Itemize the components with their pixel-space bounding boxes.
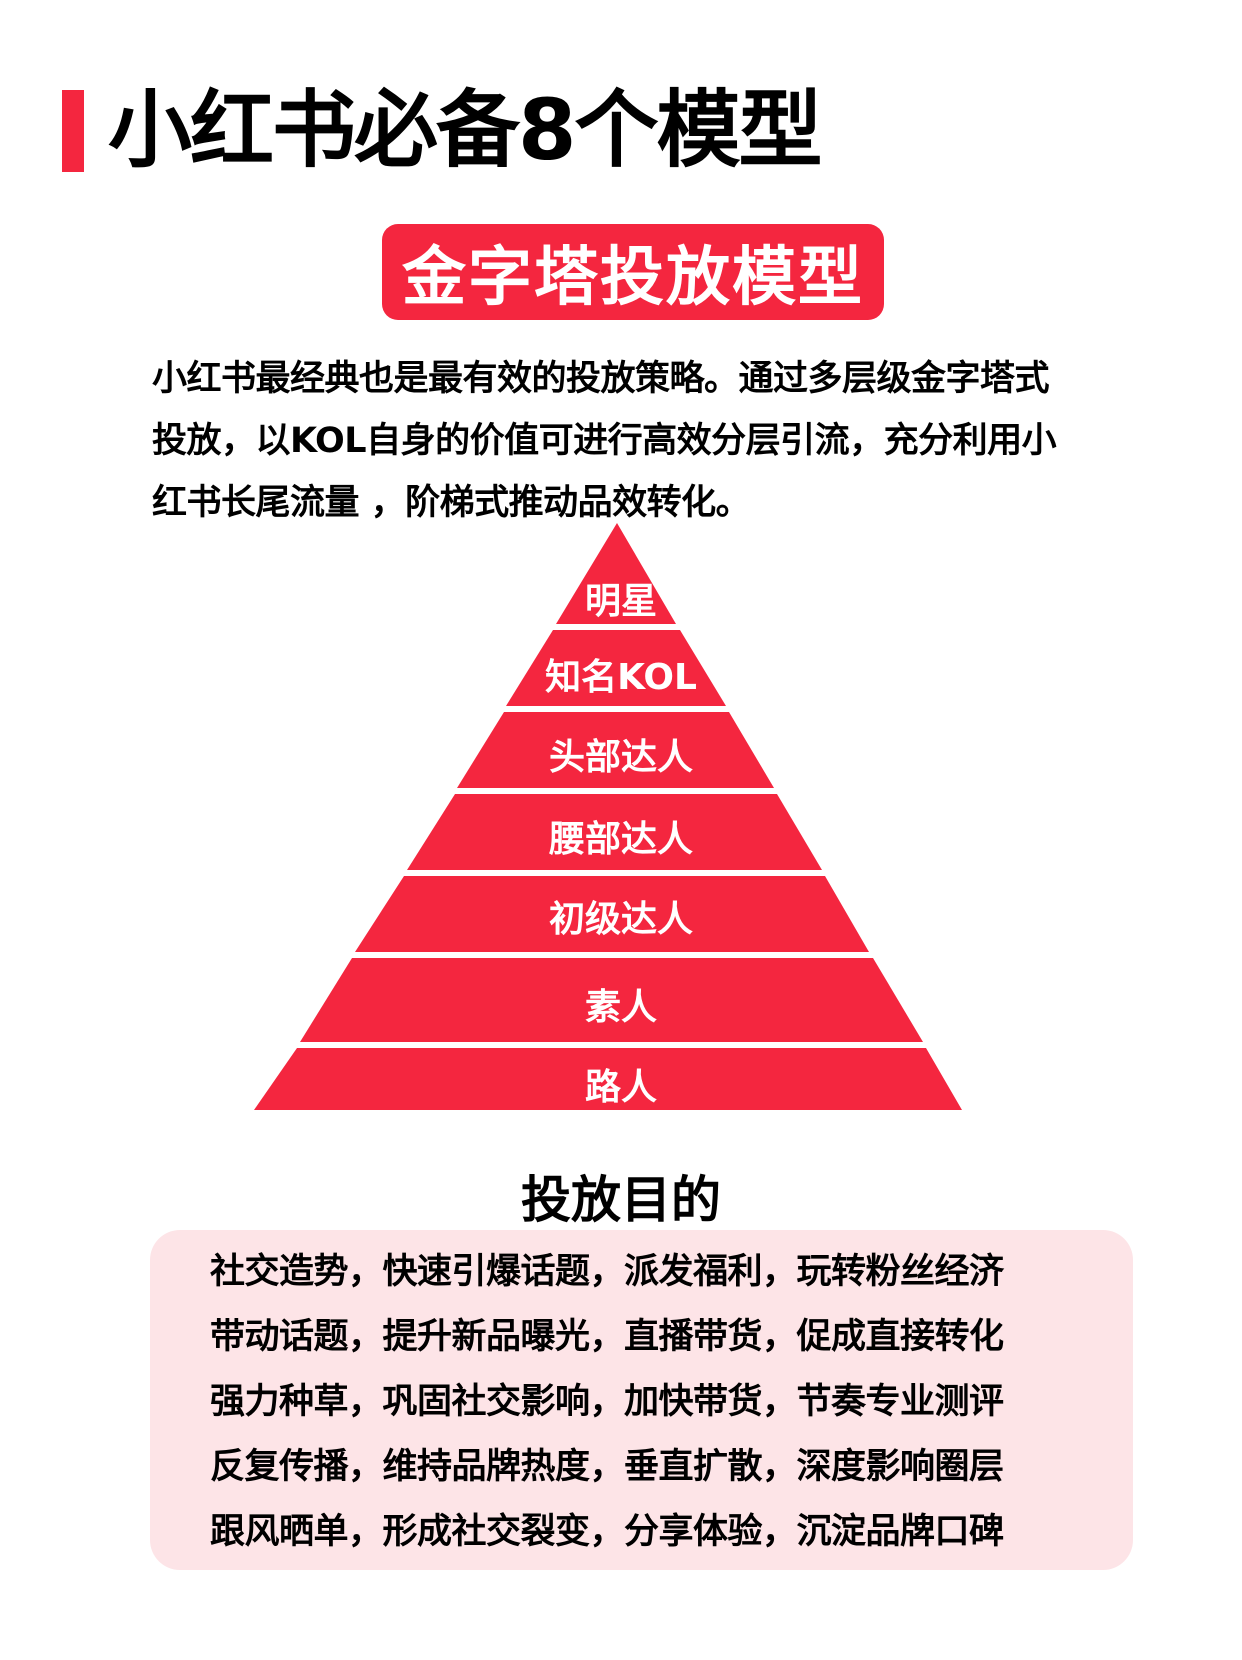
- pyramid-diagram: [254, 523, 962, 1110]
- pyramid-layer-4: [407, 794, 822, 870]
- purpose-line: 反复传播，维持品牌热度，垂直扩散，深度影响圈层: [210, 1447, 1004, 1487]
- pyramid-layer-7: [254, 1048, 962, 1110]
- pyramid-layer-2: [506, 630, 726, 706]
- purpose-line: 社交造势，快速引爆话题，派发福利，玩转粉丝经济: [210, 1252, 1004, 1292]
- pyramid-layer-1: [556, 523, 676, 624]
- pyramid-layer-6: [300, 958, 923, 1042]
- pyramid-label-junior-influencer: 初级达人: [548, 899, 693, 940]
- purpose-line: 跟风晒单，形成社交裂变，分享体验，沉淀品牌口碑: [210, 1512, 1004, 1552]
- intro-paragraph: 小红书最经典也是最有效的投放策略。通过多层级金字塔式 投放，以KOL自身的价值可…: [152, 348, 1142, 534]
- page-title: 小红书必备8个模型: [108, 81, 822, 179]
- purpose-line: 强力种草，巩固社交影响，加快带货，节奏专业测评: [210, 1382, 1004, 1422]
- pyramid-label-mid-influencer: 腰部达人: [548, 819, 693, 860]
- pyramid-label-star: 明星: [584, 581, 657, 622]
- pyramid-label-passerby: 路人: [584, 1067, 657, 1108]
- pyramid-label-top-influencer: 头部达人: [548, 737, 693, 778]
- intro-line: 小红书最经典也是最有效的投放策略。通过多层级金字塔式: [152, 359, 1050, 399]
- pyramid-layer-5: [355, 876, 869, 952]
- purpose-box: 社交造势，快速引爆话题，派发福利，玩转粉丝经济 带动话题，提升新品曝光，直播带货…: [150, 1230, 1133, 1570]
- title-accent-bar: [62, 90, 84, 172]
- purpose-title: 投放目的: [521, 1171, 721, 1229]
- model-name: 金字塔投放模型: [402, 241, 864, 315]
- pyramid-layer-3: [457, 712, 774, 788]
- purpose-line: 带动话题，提升新品曝光，直播带货，促成直接转化: [210, 1317, 1004, 1357]
- model-name-badge: 金字塔投放模型: [382, 224, 884, 320]
- pyramid-label-amateur: 素人: [584, 987, 657, 1028]
- intro-line: 投放，以KOL自身的价值可进行高效分层引流，充分利用小: [152, 421, 1057, 461]
- pyramid-label-famous-kol: 知名KOL: [545, 657, 697, 698]
- intro-line: 红书长尾流量 ，阶梯式推动品效转化。: [152, 483, 751, 523]
